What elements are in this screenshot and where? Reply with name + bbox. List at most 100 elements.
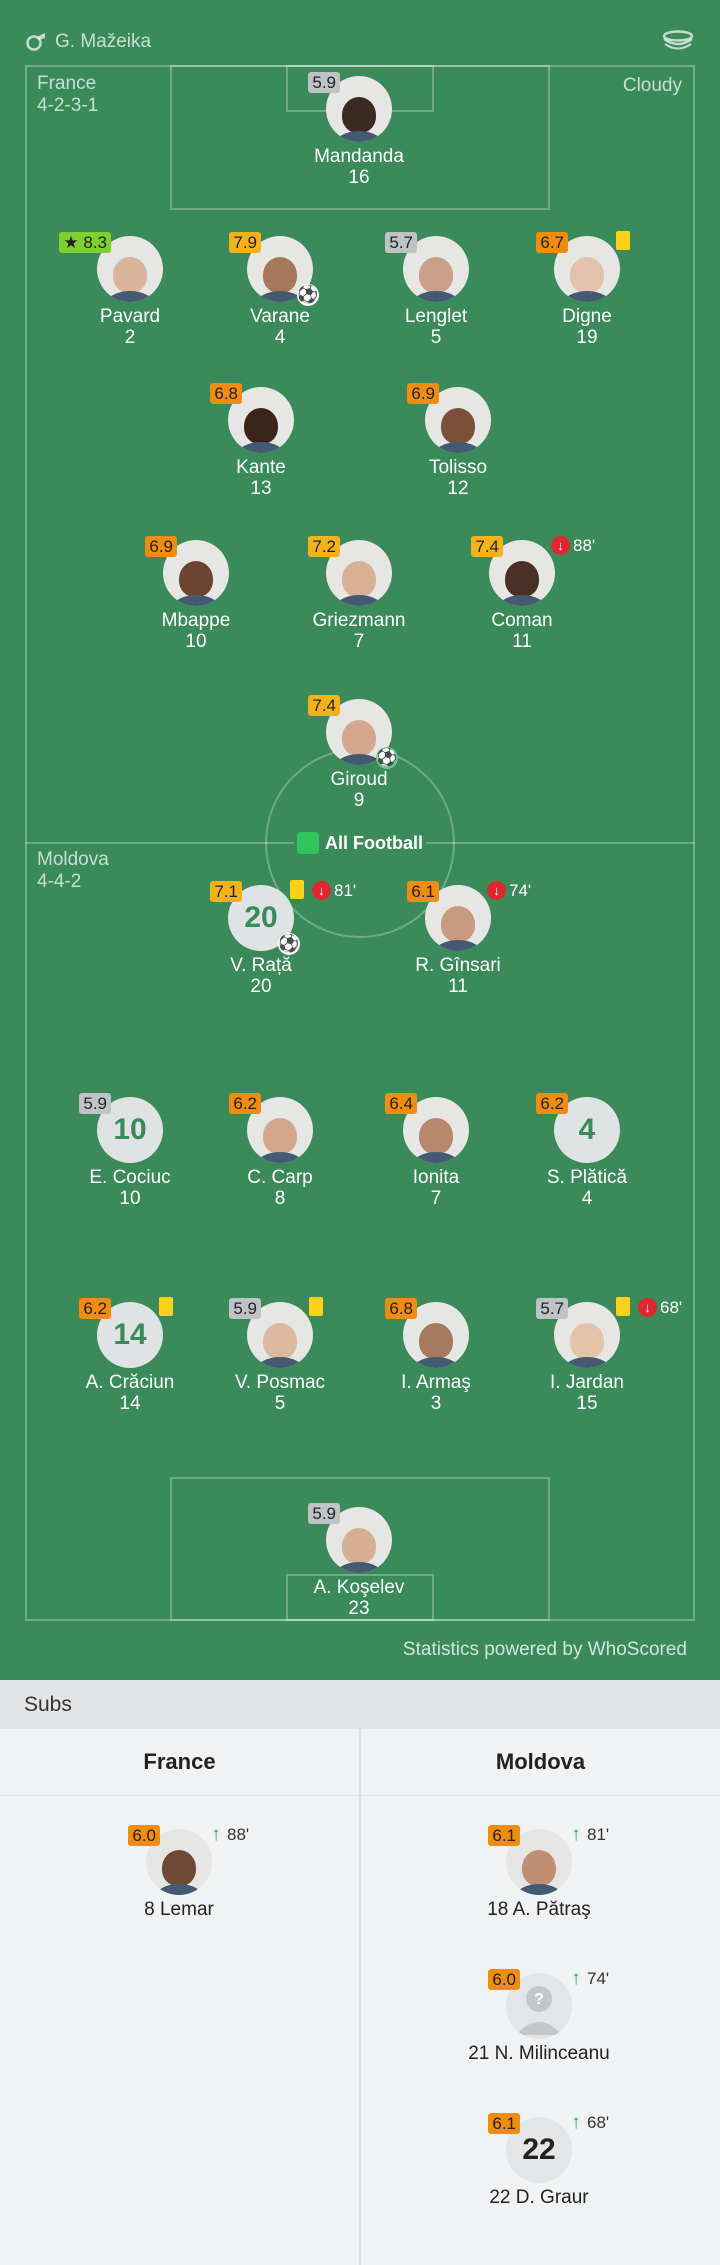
player-name: Tolisso bbox=[428, 457, 488, 478]
player-name: Ionita bbox=[412, 1167, 460, 1188]
player-name: Pavard bbox=[99, 306, 161, 327]
rating-badge: 6.1 bbox=[407, 881, 439, 902]
player-name: Coman bbox=[491, 610, 553, 631]
sub-name: 8 Lemar bbox=[144, 1899, 214, 1920]
subs-title: Subs bbox=[24, 1693, 72, 1716]
player-name: C. Carp bbox=[247, 1167, 313, 1188]
arrow-down-icon: ↓ bbox=[312, 881, 331, 900]
player-armas[interactable]: 6.8 I. Armaş 3 bbox=[336, 1298, 536, 1414]
player-carp[interactable]: 6.2 C. Carp 8 bbox=[180, 1093, 380, 1209]
player-kante[interactable]: 6.8 Kante 13 bbox=[161, 383, 361, 499]
rating-badge: 6.4 bbox=[385, 1093, 417, 1114]
player-name: E. Cociuc bbox=[89, 1167, 171, 1188]
rating-badge: 6.8 bbox=[385, 1298, 417, 1319]
player-ginsari[interactable]: 6.1 ↓74' R. Gînsari 11 bbox=[358, 881, 558, 997]
player-number: 20 bbox=[250, 976, 272, 997]
player-number: 5 bbox=[430, 327, 442, 348]
stadium-icon bbox=[661, 30, 695, 50]
whistle-icon bbox=[25, 30, 47, 52]
rating-badge: ★ 8.3 bbox=[59, 232, 111, 253]
player-number: 19 bbox=[576, 327, 598, 348]
away-formation: 4-4-2 bbox=[37, 871, 82, 892]
rating-badge: 6.8 bbox=[210, 383, 242, 404]
substitution-in: ↑68' bbox=[568, 2112, 609, 2133]
referee-name: G. Mažeika bbox=[55, 30, 152, 52]
player-cociuc[interactable]: 10 5.9 E. Cociuc 10 bbox=[30, 1093, 230, 1209]
rating-badge: 7.9 bbox=[229, 232, 261, 253]
player-craciun[interactable]: 14 6.2 A. Crăciun 14 bbox=[30, 1297, 230, 1414]
bottom-penalty-box bbox=[170, 1477, 550, 1621]
player-jardan[interactable]: 5.7 ↓68' I. Jardan 15 bbox=[487, 1297, 687, 1414]
powered-by: Statistics powered by WhoScored bbox=[402, 1639, 687, 1660]
rating-badge: 7.1 bbox=[210, 881, 242, 902]
player-number: 12 bbox=[447, 478, 469, 499]
player-koselev[interactable]: 5.9 A. Koşelev 23 bbox=[259, 1503, 459, 1619]
arrow-up-icon: ↑ bbox=[211, 1823, 221, 1845]
away-team-name: Moldova bbox=[37, 849, 109, 870]
player-rata[interactable]: 20 7.1 ↓81' ⚽ V. Rață 20 bbox=[161, 880, 361, 997]
substitution-in: ↑81' bbox=[568, 1824, 609, 1845]
rating-badge: 6.0 bbox=[488, 1969, 520, 1990]
ball-icon: ⚽ bbox=[278, 933, 300, 955]
ball-icon: ⚽ bbox=[297, 284, 319, 306]
subs-home-title: France bbox=[143, 1749, 216, 1774]
player-varane[interactable]: 7.9 ⚽ Varane 4 bbox=[180, 232, 380, 348]
sub-milinceanu[interactable]: ? 6.0 ↑74' 21 N. Milinceanu bbox=[409, 1968, 669, 2065]
yellow-card-icon bbox=[616, 1297, 630, 1316]
player-name: V. Posmac bbox=[234, 1372, 326, 1393]
player-number: 16 bbox=[348, 167, 370, 188]
player-lenglet[interactable]: 5.7 Lenglet 5 bbox=[336, 232, 536, 348]
rating-badge: 6.9 bbox=[407, 383, 439, 404]
referee: G. Mažeika bbox=[25, 30, 151, 52]
player-coman[interactable]: 7.4 ↓88' Coman 11 bbox=[422, 536, 622, 652]
sub-graur[interactable]: 22 6.1 ↑68' 22 D. Graur bbox=[409, 2112, 669, 2209]
player-name: Kante bbox=[236, 457, 286, 478]
subs-header: Subs bbox=[0, 1680, 720, 1729]
player-name: Mandanda bbox=[314, 146, 404, 167]
player-name: A. Crăciun bbox=[85, 1372, 175, 1393]
player-number: 4 bbox=[581, 1188, 593, 1209]
rating-badge: 6.0 bbox=[128, 1825, 160, 1846]
player-griezmann[interactable]: 7.2 Griezmann 7 bbox=[259, 536, 459, 652]
bottom-goal-box bbox=[286, 1574, 434, 1621]
rating-badge: 7.4 bbox=[471, 536, 503, 557]
player-platica[interactable]: 4 6.2 S. Plătică 4 bbox=[487, 1093, 687, 1209]
player-number: 7 bbox=[430, 1188, 442, 1209]
player-posmac[interactable]: 5.9 V. Posmac 5 bbox=[180, 1297, 380, 1414]
player-ionita[interactable]: 6.4 Ionita 7 bbox=[336, 1093, 536, 1209]
home-formation: 4-2-3-1 bbox=[37, 95, 99, 116]
arrow-down-icon: ↓ bbox=[551, 536, 570, 555]
subs-column-divider bbox=[359, 1729, 361, 2265]
arrow-up-icon: ↑ bbox=[571, 1967, 581, 1989]
substitution-out: ↓68' bbox=[638, 1297, 682, 1318]
player-name: Digne bbox=[562, 306, 612, 327]
substitution-out: ↓74' bbox=[487, 880, 531, 901]
rating-badge: 5.9 bbox=[79, 1093, 111, 1114]
arrow-down-icon: ↓ bbox=[638, 1298, 657, 1317]
substitution-out: ↓81' bbox=[312, 880, 356, 901]
player-number: 5 bbox=[274, 1393, 286, 1414]
player-name: I. Armaş bbox=[401, 1372, 471, 1393]
rating-badge: 5.7 bbox=[385, 232, 417, 253]
player-tolisso[interactable]: 6.9 Tolisso 12 bbox=[358, 383, 558, 499]
player-number: 13 bbox=[250, 478, 272, 499]
rating-badge: 6.9 bbox=[145, 536, 177, 557]
player-giroud[interactable]: 7.4 ⚽ Giroud 9 bbox=[259, 695, 459, 811]
player-number: 2 bbox=[124, 327, 136, 348]
player-number: 11 bbox=[512, 631, 532, 652]
sub-patras[interactable]: 6.1 ↑81' 18 A. Pătraş bbox=[409, 1824, 669, 1921]
player-digne[interactable]: 6.7 Digne 19 bbox=[487, 231, 687, 348]
yellow-card-icon bbox=[290, 880, 304, 899]
rating-badge: 6.1 bbox=[488, 2113, 520, 2134]
rating-badge: 6.7 bbox=[536, 232, 568, 253]
player-pavard[interactable]: ★ 8.3 Pavard 2 bbox=[30, 232, 230, 348]
player-mandanda[interactable]: 5.9 Mandanda 16 bbox=[259, 72, 459, 188]
substitution-out: ↓88' bbox=[551, 535, 595, 556]
sub-name: 22 D. Graur bbox=[489, 2187, 589, 2208]
rating-badge: 7.4 bbox=[308, 695, 340, 716]
player-mbappe[interactable]: 6.9 Mbappe 10 bbox=[96, 536, 296, 652]
arrow-down-icon: ↓ bbox=[487, 881, 506, 900]
player-name: Lenglet bbox=[404, 306, 468, 327]
sub-lemar[interactable]: 6.0 ↑88' 8 Lemar bbox=[49, 1824, 309, 1921]
yellow-card-icon bbox=[616, 231, 630, 250]
